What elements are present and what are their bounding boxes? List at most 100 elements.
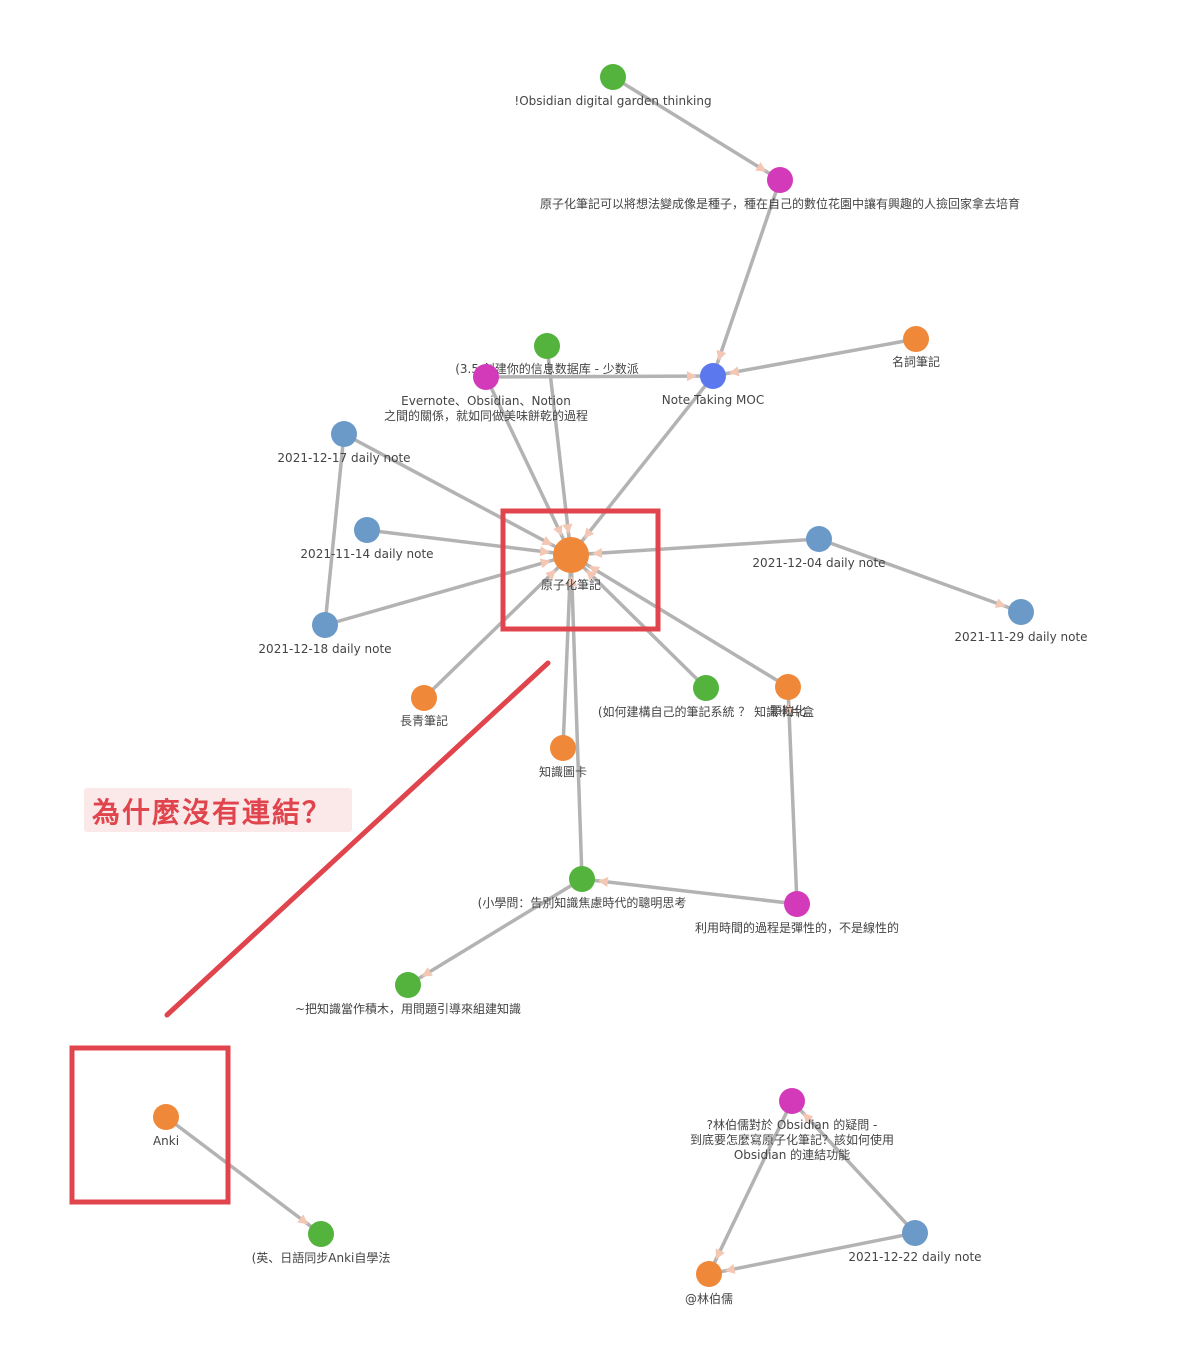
- graph-node-blocks[interactable]: ~把知識當作積木，用問題引導來組建知識: [295, 972, 521, 1016]
- edge-garden-to-seed: [611, 75, 782, 182]
- node-dot-d1222[interactable]: [902, 1220, 928, 1246]
- arrowhead-evernote-to-atomic: [553, 524, 563, 537]
- arrowhead-seed-to-moc: [716, 349, 727, 361]
- node-label-granular: 顆粒化: [770, 703, 806, 718]
- node-label-system: (如何建構自己的筆記系統 ？ 知識卡片盒: [598, 704, 814, 719]
- arrowhead-d1114-to-atomic: [539, 546, 551, 557]
- graph-node-system[interactable]: (如何建構自己的筆記系統 ？ 知識卡片盒: [598, 675, 814, 719]
- graph-node-moc[interactable]: Note Taking MOC: [662, 363, 764, 407]
- graph-node-evernote[interactable]: Evernote、Obsidian、Notion之間的關係，就如同做美味餅乾的過…: [384, 364, 588, 423]
- edge-layer: [164, 75, 1023, 1276]
- graph-node-lin[interactable]: @林伯儒: [685, 1261, 733, 1306]
- edge-evergreen-to-atomic: [422, 553, 573, 700]
- edge-noun-to-moc: [711, 337, 918, 378]
- node-label-lin_q-line-3: Obsidian 的連結功能: [734, 1147, 850, 1162]
- arrowhead-d1222-to-lin_q: [802, 1112, 814, 1124]
- node-dot-system[interactable]: [693, 675, 719, 701]
- graph-node-d1217[interactable]: 2021-12-17 daily note: [277, 421, 411, 465]
- node-dot-lin[interactable]: [696, 1261, 722, 1287]
- node-label-db: (3.5 創建你的信息数据库 - 少数派: [455, 361, 639, 376]
- graph-node-d1204[interactable]: 2021-12-04 daily note: [752, 526, 886, 570]
- node-dot-xiaoxue[interactable]: [569, 866, 595, 892]
- node-dot-d1217[interactable]: [331, 421, 357, 447]
- node-dot-blocks[interactable]: [395, 972, 421, 998]
- node-dot-ankiself[interactable]: [308, 1221, 334, 1247]
- node-dot-d1114[interactable]: [354, 517, 380, 543]
- node-label-evergreen: 長青筆記: [400, 713, 448, 728]
- node-dot-card[interactable]: [550, 735, 576, 761]
- highlight-box-anki: [69, 1045, 231, 1205]
- node-dot-db[interactable]: [534, 333, 560, 359]
- graph-node-d1222[interactable]: 2021-12-22 daily note: [848, 1220, 982, 1264]
- node-dot-garden[interactable]: [600, 64, 626, 90]
- arrowhead-d1222-to-lin: [724, 1264, 736, 1274]
- arrowhead-d1217-to-atomic: [541, 536, 553, 546]
- node-dot-lin_q[interactable]: [779, 1088, 805, 1114]
- arrowhead-garden-to-seed: [755, 162, 767, 172]
- node-label-lin_q-line-2: 到底要怎麼寫原子化筆記？該如何使用: [690, 1132, 894, 1147]
- node-dot-evergreen[interactable]: [411, 685, 437, 711]
- node-dot-moc[interactable]: [700, 363, 726, 389]
- graph-node-xiaoxue[interactable]: (小學問：告別知識焦慮時代的聰明思考: [478, 866, 687, 910]
- graph-node-anki[interactable]: Anki: [153, 1104, 179, 1148]
- graph-node-seed[interactable]: 原子化筆記可以將想法變成像是種子，種在自己的數位花園中讓有興趣的人撿回家拿去培育: [540, 167, 1020, 211]
- edge-d1204-to-atomic: [569, 537, 821, 557]
- node-dot-evernote[interactable]: [473, 364, 499, 390]
- edge-system-to-atomic: [569, 553, 708, 690]
- graph-node-time[interactable]: 利用時間的過程是彈性的，不是線性的: [695, 891, 899, 935]
- node-label-garden: !Obsidian digital garden thinking: [514, 94, 711, 108]
- node-dot-granular[interactable]: [775, 674, 801, 700]
- node-dot-d1204[interactable]: [806, 526, 832, 552]
- node-dot-time[interactable]: [784, 891, 810, 917]
- arrowhead-noun-to-moc: [728, 366, 740, 377]
- graph-node-db[interactable]: (3.5 創建你的信息数据库 - 少数派: [455, 333, 639, 376]
- node-label-ankiself: (英、日語同步Anki自學法: [252, 1250, 391, 1265]
- graph-node-evergreen[interactable]: 長青筆記: [400, 685, 448, 728]
- edge-time-to-granular: [786, 685, 799, 906]
- edge-d1217-to-d1218: [323, 432, 346, 627]
- edge-d1218-to-atomic: [323, 553, 573, 627]
- edge-xiaoxue-to-atomic: [569, 553, 584, 881]
- edge-anki-to-ankiself: [164, 1115, 323, 1236]
- arrowhead-anki-to-ankiself: [297, 1214, 309, 1225]
- node-label-xiaoxue: (小學問：告別知識焦慮時代的聰明思考: [478, 895, 687, 910]
- node-label-seed: 原子化筆記可以將想法變成像是種子，種在自己的數位花園中讓有興趣的人撿回家拿去培育: [540, 196, 1020, 211]
- node-dot-atomic[interactable]: [553, 537, 589, 573]
- node-label-d1114: 2021-11-14 daily note: [300, 547, 433, 561]
- graph-node-ankiself[interactable]: (英、日語同步Anki自學法: [252, 1221, 391, 1265]
- node-label-lin_q-line-1: ?林伯儒對於 Obsidian 的疑問 -: [707, 1117, 878, 1132]
- node-dot-seed[interactable]: [767, 167, 793, 193]
- arrowhead-d1204-to-d1129: [994, 598, 1006, 608]
- arrowhead-xiaoxue-to-blocks: [421, 967, 433, 977]
- node-dot-anki[interactable]: [153, 1104, 179, 1130]
- graph-node-d1129[interactable]: 2021-11-29 daily note: [954, 599, 1088, 644]
- graph-node-atomic[interactable]: 原子化筆記: [541, 537, 601, 592]
- edge-seed-to-moc: [711, 178, 782, 378]
- graph-node-lin_q[interactable]: ?林伯儒對於 Obsidian 的疑問 -到底要怎麼寫原子化筆記？該如何使用Ob…: [690, 1088, 894, 1162]
- node-label-d1218: 2021-12-18 daily note: [258, 642, 391, 656]
- node-label-atomic: 原子化筆記: [541, 577, 601, 592]
- arrowhead-evergreen-to-atomic: [545, 569, 556, 581]
- callout-question: 為什麼沒有連結？: [92, 796, 332, 829]
- node-label-d1222: 2021-12-22 daily note: [848, 1250, 981, 1264]
- edge-d1217-to-atomic: [342, 432, 573, 557]
- node-label-moc: Note Taking MOC: [662, 393, 764, 407]
- edge-d1204-to-d1129: [817, 537, 1023, 614]
- node-label-d1204: 2021-12-04 daily note: [752, 556, 885, 570]
- graph-node-d1218[interactable]: 2021-12-18 daily note: [258, 612, 392, 656]
- graph-node-d1114[interactable]: 2021-11-14 daily note: [300, 517, 434, 561]
- edge-d1222-to-lin: [707, 1231, 917, 1276]
- arrowhead-evernote-to-moc: [686, 371, 698, 382]
- node-dot-noun[interactable]: [903, 326, 929, 352]
- node-dot-d1129[interactable]: [1008, 599, 1034, 625]
- graph-node-card[interactable]: 知識圖卡: [539, 735, 587, 779]
- graph-node-garden[interactable]: !Obsidian digital garden thinking: [514, 64, 712, 108]
- node-dot-d1218[interactable]: [312, 612, 338, 638]
- graph-node-granular[interactable]: 顆粒化: [770, 674, 806, 718]
- graph-node-noun[interactable]: 名詞筆記: [892, 326, 940, 369]
- edge-time-to-xiaoxue: [580, 877, 799, 906]
- node-label-d1129: 2021-11-29 daily note: [954, 630, 1087, 644]
- edge-granular-to-atomic: [569, 553, 790, 689]
- node-label-time: 利用時間的過程是彈性的，不是線性的: [695, 920, 899, 935]
